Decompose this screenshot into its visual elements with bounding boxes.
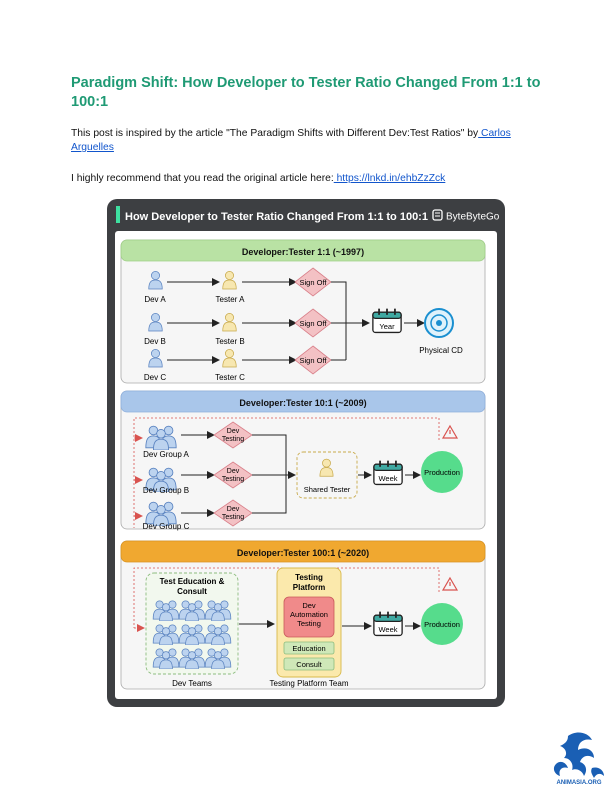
- dev-team-icon: [152, 624, 180, 645]
- section-1-header-bar: [120, 239, 486, 262]
- dev-group-c-label: Dev Group C: [143, 522, 190, 531]
- signoff-b-diamond: [294, 308, 332, 338]
- dev-testing-c-line2: Testing: [222, 514, 244, 521]
- education-title-line1: Test Education &: [160, 577, 225, 586]
- dev-testing-a-diamond: [213, 421, 253, 449]
- section-2-2009: Developer:Tester 10:1 (~2009) Dev Group …: [120, 390, 486, 531]
- dev-testing-c-line1: Dev: [227, 506, 240, 513]
- warning-icon-1: [441, 424, 459, 439]
- section-2-header-bar: [120, 390, 486, 413]
- dev-team-icon: [204, 648, 232, 669]
- tester-b-label: Tester B: [215, 337, 244, 346]
- dev-group-b-label: Dev Group B: [143, 486, 189, 495]
- dev-team-icon: [204, 624, 232, 645]
- education-title-line2: Consult: [177, 587, 207, 596]
- brand-name: ByteByteGo: [446, 212, 500, 223]
- platform-title-line2: Platform: [293, 583, 325, 592]
- dev-teams-label: Dev Teams: [172, 679, 212, 688]
- dev-teams-box: [145, 572, 239, 675]
- dev-group-a-icon: [145, 425, 177, 450]
- infographic-title: How Developer to Tester Ratio Changed Fr…: [125, 211, 428, 223]
- section-3-header: Developer:Tester 100:1 (~2020): [237, 548, 369, 558]
- production-circle-1: [421, 451, 463, 493]
- dev-team-icon: [178, 648, 206, 669]
- signoff-a-diamond: [294, 267, 332, 297]
- intro-text: This post is inspired by the article "Th…: [71, 128, 479, 139]
- recommend-text: I highly recommend that you read the ori…: [71, 173, 334, 184]
- physical-cd-label: Physical CD: [419, 346, 463, 355]
- platform-team-label: Testing Platform Team: [270, 679, 349, 688]
- section-1-header: Developer:Tester 1:1 (~1997): [242, 247, 364, 257]
- year-label: Year: [379, 322, 395, 331]
- dev-testing-a-line2: Testing: [222, 436, 244, 443]
- dev-automation-testing-box: [283, 596, 335, 638]
- section-3-2020: Developer:Tester 100:1 (~2020) Test Educ…: [120, 540, 486, 690]
- automation-line1: Dev: [302, 601, 316, 610]
- dev-team-grid: [152, 600, 232, 669]
- shared-tester-label: Shared Tester: [304, 485, 351, 494]
- signoff-c-diamond: [294, 345, 332, 375]
- dev-team-icon: [152, 600, 180, 621]
- consult-box: [283, 657, 335, 671]
- consult-label: Consult: [296, 660, 322, 669]
- tester-a-label: Tester A: [216, 295, 246, 304]
- automation-line2: Automation: [290, 610, 328, 619]
- week-label-1: Week: [378, 474, 397, 483]
- physical-cd-icon: [424, 308, 454, 338]
- signoff-b-label: Sign Off: [300, 319, 328, 328]
- dev-testing-c-diamond: [213, 499, 253, 527]
- recommend-paragraph: I highly recommend that you read the ori…: [71, 172, 551, 186]
- week-label-2: Week: [378, 625, 397, 634]
- section-2-header: Developer:Tester 10:1 (~2009): [239, 398, 366, 408]
- dev-c-label: Dev C: [144, 373, 166, 382]
- section-1-1997: Developer:Tester 1:1 (~1997) Dev A Teste…: [120, 239, 486, 384]
- warning-icon-2: [441, 576, 459, 591]
- dev-a-label: Dev A: [144, 295, 166, 304]
- article-link[interactable]: https://lnkd.in/ehbZzZck: [333, 173, 446, 184]
- dev-testing-a-line1: Dev: [227, 428, 240, 435]
- dev-team-icon: [178, 624, 206, 645]
- dev-team-icon: [178, 600, 206, 621]
- education-label: Education: [292, 644, 325, 653]
- signoff-c-label: Sign Off: [300, 356, 328, 365]
- intro-paragraph: This post is inspired by the article "Th…: [71, 127, 551, 155]
- page-title: Paradigm Shift: How Developer to Tester …: [71, 75, 541, 110]
- automation-line3: Testing: [297, 619, 321, 628]
- infographic: How Developer to Tester Ratio Changed Fr…: [107, 199, 505, 707]
- dev-team-icon: [204, 600, 232, 621]
- bytebytego-logo-icon: [432, 209, 443, 221]
- dev-testing-b-line1: Dev: [227, 468, 240, 475]
- dev-group-a-label: Dev Group A: [143, 450, 189, 459]
- section-3-header-bar: [120, 540, 486, 563]
- dev-team-icon: [152, 648, 180, 669]
- tester-c-label: Tester C: [215, 373, 245, 382]
- production-label-2: Production: [424, 620, 460, 629]
- dev-b-label: Dev B: [144, 337, 166, 346]
- animasia-logo-icon: ANIMASIA.ORG: [553, 732, 604, 786]
- signoff-a-label: Sign Off: [300, 278, 328, 287]
- education-box: [283, 641, 335, 655]
- author-link[interactable]: Carlos Arguelles: [71, 128, 511, 153]
- animasia-logo-text: ANIMASIA.ORG: [557, 780, 602, 786]
- production-circle-2: [421, 603, 463, 645]
- dev-testing-b-line2: Testing: [222, 476, 244, 483]
- platform-title-line1: Testing: [295, 573, 323, 582]
- title-accent-bar: [116, 206, 120, 223]
- production-label-1: Production: [424, 468, 460, 477]
- dev-testing-b-diamond: [213, 461, 253, 489]
